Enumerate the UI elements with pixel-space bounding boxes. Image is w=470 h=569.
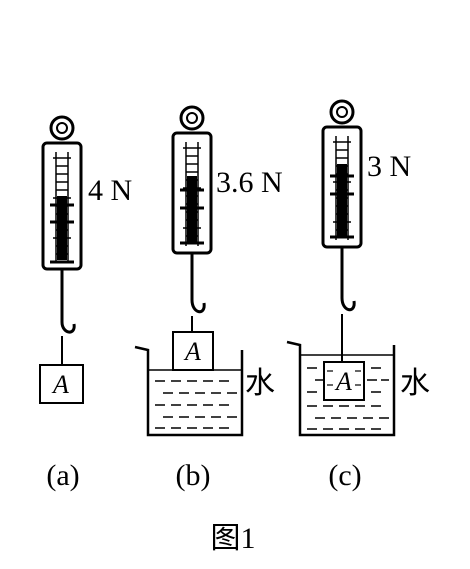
scale-hook-c — [340, 297, 356, 312]
spring-scale-c — [321, 99, 363, 312]
block-label-b: A — [183, 337, 201, 366]
sub-label-c: (c) — [328, 459, 361, 492]
setup-c: 3 N A 水 (c) — [286, 99, 430, 492]
spring-scale-b — [171, 105, 213, 314]
figure-caption: 图1 — [211, 522, 256, 555]
beaker-c — [286, 340, 396, 437]
setup-a: 4 N A (a) — [39, 115, 132, 492]
scale-reading-a: 4 N — [88, 174, 132, 207]
liquid-label-c: 水 — [400, 367, 430, 400]
liquid-label-b: 水 — [245, 367, 275, 400]
block-label-c: A — [334, 367, 352, 396]
block-label-a: A — [51, 370, 69, 399]
block-a-air: A — [39, 364, 84, 404]
scale-ring-a — [49, 115, 75, 141]
scale-ring-c — [329, 99, 355, 125]
setup-b: 3.6 N A 水 (b) — [134, 105, 283, 492]
scale-ring-b — [179, 105, 205, 131]
water-b — [155, 380, 237, 429]
spring-scale-a — [41, 115, 83, 334]
block-c-submerged: A — [323, 361, 365, 401]
block-b-partial: A — [172, 331, 214, 371]
scale-hook-b — [190, 299, 206, 314]
scale-reading-c: 3 N — [367, 150, 411, 183]
water-c — [307, 367, 389, 430]
scale-reading-b: 3.6 N — [216, 166, 283, 199]
sub-label-a: (a) — [46, 459, 79, 492]
spring-indicator-c — [337, 164, 347, 236]
spring-indicator-a — [57, 196, 67, 260]
scale-hook-a — [60, 321, 76, 334]
sub-label-b: (b) — [176, 459, 211, 492]
